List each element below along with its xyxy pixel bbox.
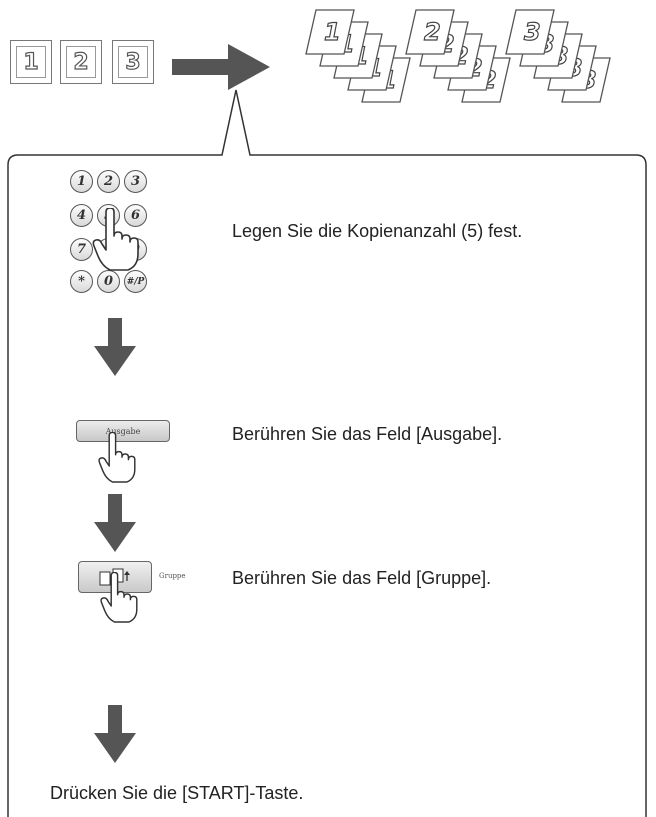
copy-sheet: 2 (405, 9, 455, 55)
key-star[interactable]: * (70, 270, 93, 293)
copy-sheet: 3 (505, 9, 555, 55)
arrow-down-icon (94, 494, 136, 552)
key-3[interactable]: 3 (124, 170, 147, 193)
step-2-instruction: Berühren Sie das Feld [Ausgabe]. (232, 424, 503, 444)
copy-group-3: 33333 (505, 9, 611, 103)
original-page-3: 3 (112, 40, 154, 84)
step-1-instruction: Legen Sie die Kopienanzahl (5) fest. (232, 221, 523, 241)
key-2[interactable]: 2 (97, 170, 120, 193)
copy-group-1: 11111 (305, 9, 411, 103)
arrow-down-icon (94, 705, 136, 763)
pointing-hand-icon (100, 572, 138, 623)
arrow-right-icon (172, 44, 270, 90)
key-0[interactable]: 0 (97, 270, 120, 293)
arrow-down-icon (94, 318, 136, 376)
original-page-2: 2 (60, 40, 102, 84)
key-7[interactable]: 7 (70, 238, 93, 261)
grouped-copies-illustration: 111112222233333 (305, 9, 611, 103)
key-4[interactable]: 4 (70, 204, 93, 227)
copy-sheet-number: 3 (524, 18, 541, 46)
key-1[interactable]: 1 (70, 170, 93, 193)
step-3-instruction: Berühren Sie das Feld [Gruppe]. (232, 568, 492, 588)
original-page-1: 1 (10, 40, 52, 84)
ausgabe-button[interactable]: Ausgabe (76, 420, 170, 442)
step-4-instruction: Drücken Sie die [START]-Taste. (50, 783, 304, 803)
key-hash-p[interactable]: #/P (124, 270, 147, 293)
copy-group-2: 22222 (405, 9, 511, 103)
gruppe-label: Gruppe (159, 572, 186, 580)
copy-sheet-number: 2 (424, 18, 441, 46)
copy-sheet: 1 (305, 9, 355, 55)
pointing-hand-icon (98, 432, 136, 483)
key-6[interactable]: 6 (124, 204, 147, 227)
copy-sheet-number: 1 (324, 18, 341, 46)
pointing-hand-icon (92, 208, 139, 271)
